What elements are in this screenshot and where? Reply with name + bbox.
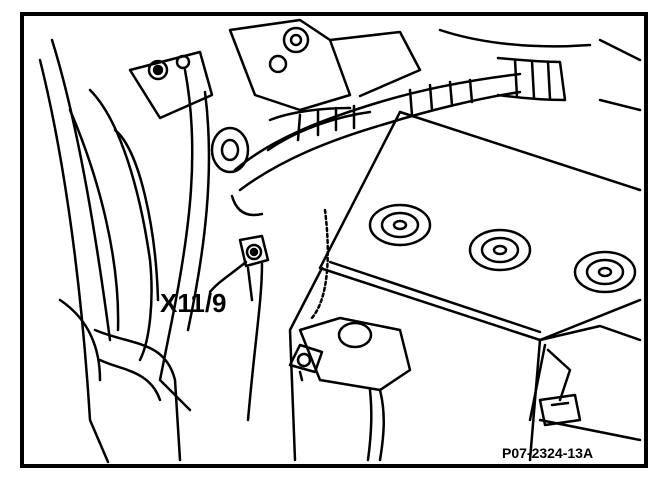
battery <box>288 110 642 462</box>
battery-cell-caps <box>368 203 637 294</box>
battery-terminal-clamp <box>288 316 412 462</box>
callout-label-x11-9: X11/9 <box>160 288 227 318</box>
wheel-housing <box>58 298 182 462</box>
ground-point-bolt <box>238 234 270 422</box>
mounting-bracket <box>128 50 214 412</box>
wiring-harness <box>210 56 567 217</box>
figure-code: P07-2324-13A <box>502 445 593 461</box>
left-strut <box>38 38 160 464</box>
battery-side-panel <box>528 324 642 427</box>
engine-block <box>228 18 642 112</box>
callout-leader-line <box>208 260 248 294</box>
